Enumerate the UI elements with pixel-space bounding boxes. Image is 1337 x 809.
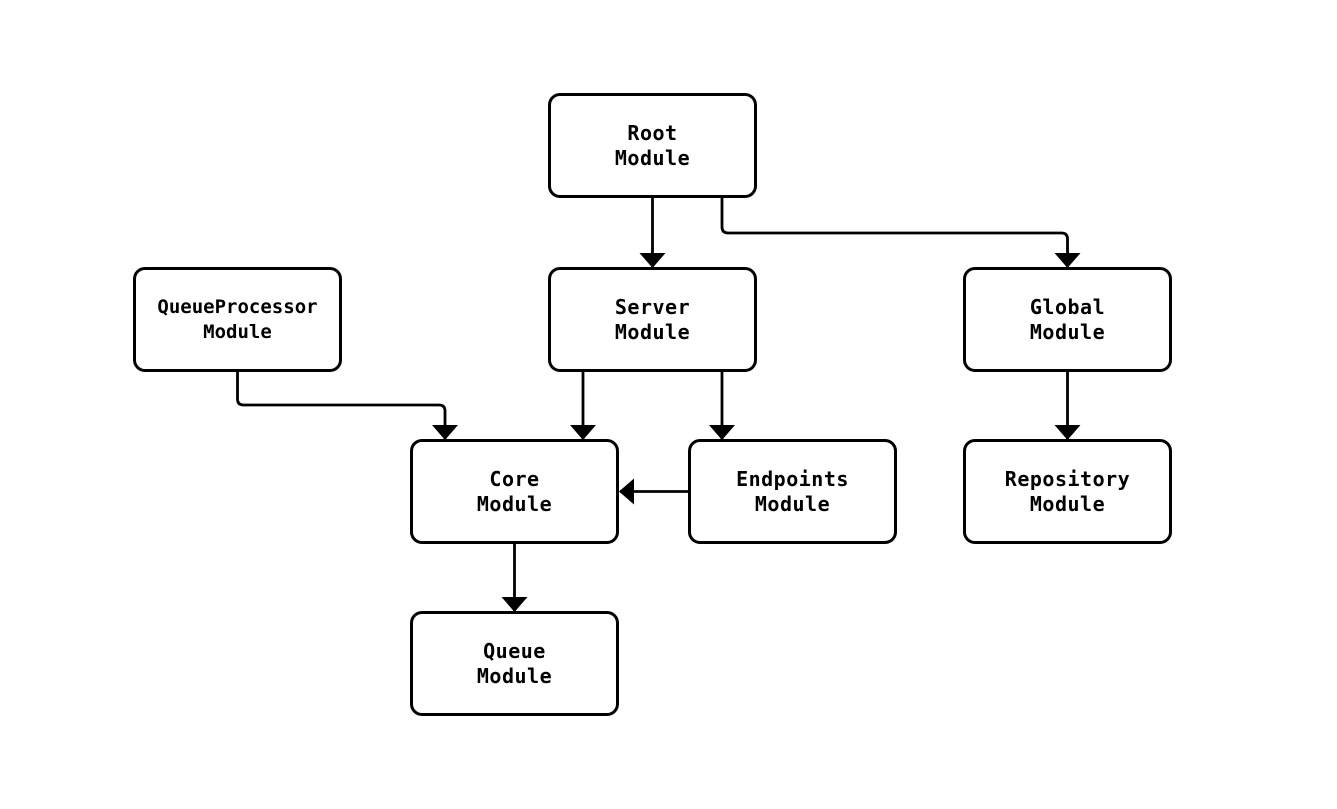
edge-queueprocessor-to-core: [236, 372, 458, 440]
node-endpoints-module: Endpoints Module: [688, 439, 897, 544]
node-queueprocessor-module: QueueProcessor Module: [133, 267, 342, 372]
node-global-module-label: Global Module: [1029, 294, 1106, 344]
edge-root-to-global: [720, 198, 1081, 268]
node-root-module-label: Root Module: [614, 120, 691, 170]
node-server-module: Server Module: [548, 267, 757, 372]
node-server-module-label: Server Module: [614, 294, 691, 344]
node-root-module: Root Module: [548, 93, 757, 198]
node-queue-module-label: Queue Module: [476, 638, 553, 688]
node-core-module: Core Module: [410, 439, 619, 544]
node-queue-module: Queue Module: [410, 611, 619, 716]
node-global-module: Global Module: [963, 267, 1172, 372]
node-repository-module-label: Repository Module: [1004, 466, 1131, 516]
node-endpoints-module-label: Endpoints Module: [736, 466, 849, 516]
node-repository-module: Repository Module: [963, 439, 1172, 544]
node-queueprocessor-module-label: QueueProcessor Module: [157, 295, 318, 343]
node-core-module-label: Core Module: [476, 466, 553, 516]
